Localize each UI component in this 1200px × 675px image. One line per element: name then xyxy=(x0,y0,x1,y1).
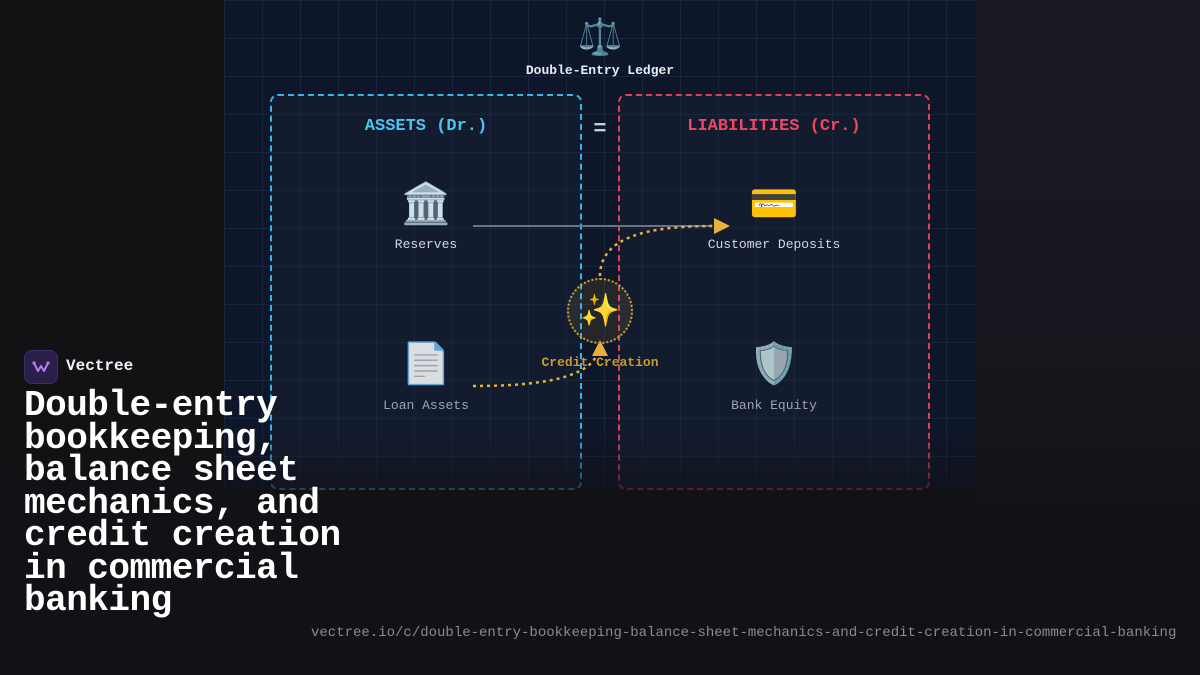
credit-to-deposits-arrow xyxy=(598,224,715,277)
loan-to-credit-arrow xyxy=(472,351,600,388)
bank-icon: 🏛️ xyxy=(401,185,451,230)
page-title: Double-entry bookkeeping, balance sheet … xyxy=(24,385,341,621)
document-icon: 📄 xyxy=(401,345,451,390)
page-url[interactable]: vectree.io/c/double-entry-bookkeeping-ba… xyxy=(311,625,1177,641)
equals-sign: = xyxy=(593,117,607,142)
shield-icon: 🛡️ xyxy=(749,345,799,390)
balance-scale-icon: ⚖️ xyxy=(577,19,623,60)
liabilities-title: LIABILITIES (Cr.) xyxy=(687,117,861,136)
vectree-logo-icon xyxy=(24,350,58,384)
deposits-arrowhead xyxy=(714,218,730,234)
credit-arrowhead xyxy=(592,340,608,356)
liabilities-column xyxy=(618,94,930,490)
bank-equity-label: Bank Equity xyxy=(731,398,817,413)
diagram-title: Double-Entry Ledger xyxy=(525,63,675,78)
loan-assets-label: Loan Assets xyxy=(383,398,469,413)
reserves-label: Reserves xyxy=(394,237,458,252)
brand-name: Vectree xyxy=(66,357,134,375)
sparkles-icon: ✨ xyxy=(580,294,620,331)
credit-creation-node: ✨ xyxy=(567,278,633,344)
diagram-panel xyxy=(224,0,976,490)
assets-title: ASSETS (Dr.) xyxy=(364,117,488,136)
credit-card-icon: 💳 xyxy=(749,185,799,230)
bottom-gradient xyxy=(0,430,1200,675)
assets-column xyxy=(270,94,582,490)
credit-creation-label: Credit Creation xyxy=(541,355,659,370)
customer-deposits-label: Customer Deposits xyxy=(707,237,841,252)
